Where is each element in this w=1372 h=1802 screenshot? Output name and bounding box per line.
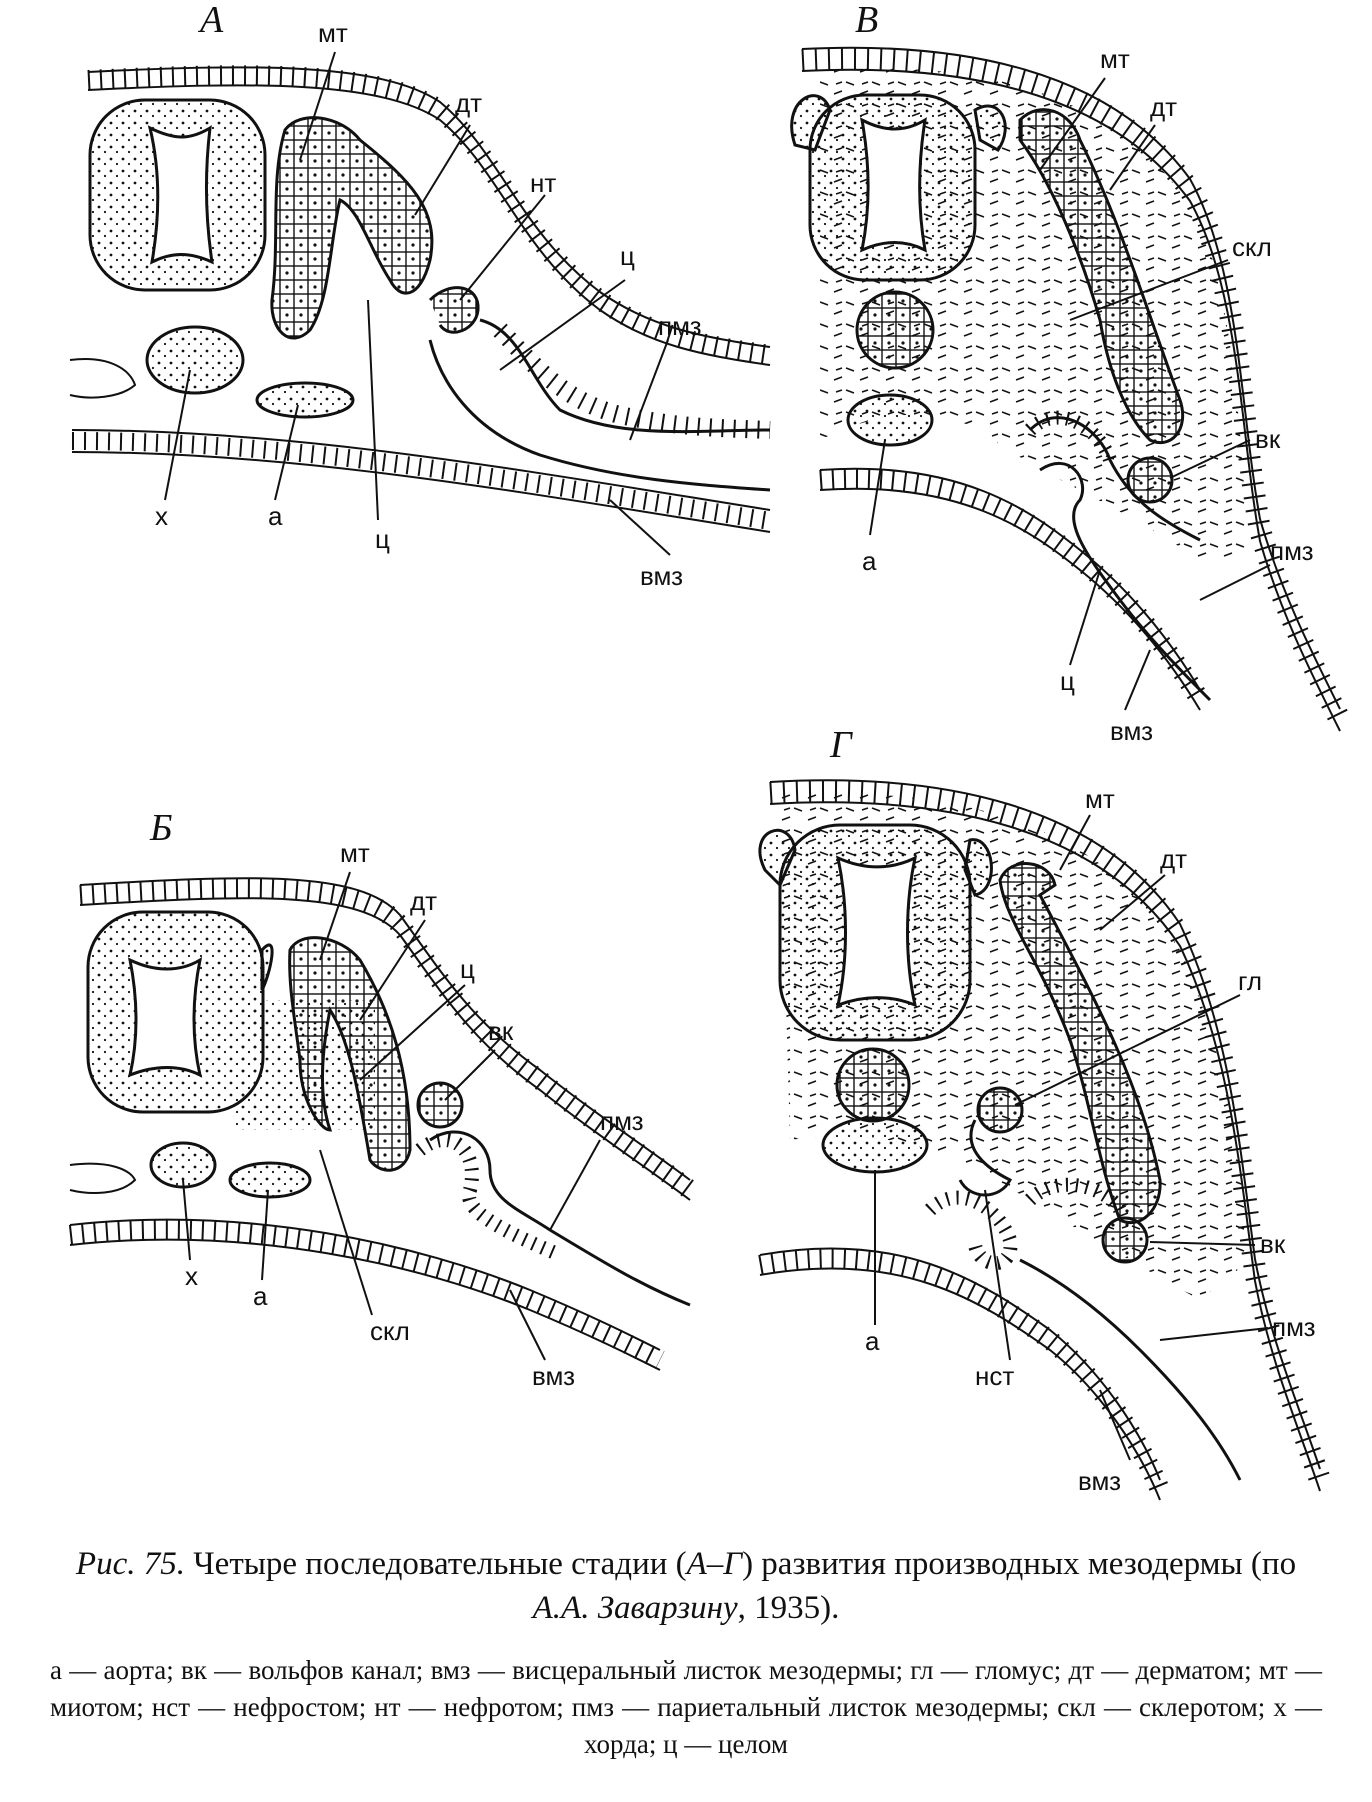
- panel-g-dermomyotome: [998, 862, 1162, 1225]
- panel-g-label-mt: мт: [1085, 784, 1115, 814]
- panel-v-dermomyotome: [1018, 108, 1185, 445]
- panel-a-label-x: х: [155, 501, 168, 531]
- panel-g-notochord: [835, 1047, 911, 1123]
- panel-v-letter: В: [855, 0, 878, 41]
- panel-v-label-ts: ц: [1060, 666, 1075, 696]
- panel-g-aorta: [821, 1116, 929, 1174]
- panel-b-aorta: [228, 1161, 312, 1199]
- embryo-mesoderm-figure: А мт дт нт ц пмз: [68, 0, 1350, 1501]
- panel-b-label-skl: скл: [370, 1316, 410, 1346]
- panel-a-label-mt: мт: [318, 18, 348, 48]
- panel-g-glomus: [976, 1086, 1024, 1134]
- panel-b-letter: Б: [149, 807, 172, 849]
- panel-v-label-vmz: вмз: [1110, 716, 1153, 746]
- panel-v-label-pmz: пмз: [1270, 536, 1314, 566]
- panel-g-label-gl: гл: [1238, 966, 1262, 996]
- panel-a-ectoderm: [87, 65, 772, 365]
- panel-a: А мт дт нт ц пмз: [69, 0, 772, 591]
- panel-g-label-vk: вк: [1260, 1229, 1286, 1259]
- caption-text-1: Четыре последовательные стадии (: [184, 1546, 687, 1582]
- panel-a-somatopleure: [493, 323, 771, 439]
- panel-a-label-pmz: пмз: [658, 311, 702, 341]
- panel-b-label-a: а: [253, 1281, 268, 1311]
- panel-v-aorta: [846, 393, 934, 447]
- caption-text-2: ) развития производных мезодермы (по: [742, 1546, 1297, 1582]
- caption-author: А.А. Заварзину: [532, 1590, 738, 1626]
- panel-g-label-a: а: [865, 1326, 880, 1356]
- panel-v-label-skl: скл: [1232, 232, 1272, 262]
- panel-g-letter: Г: [829, 724, 853, 766]
- panel-g-label-dt: дт: [1160, 844, 1187, 874]
- panel-v-wolffian-duct: [1126, 456, 1174, 504]
- figure-legend: а — аорта; вк — вольфов канал; вмз — вис…: [50, 1655, 1322, 1759]
- caption-stages: А–Г: [686, 1546, 743, 1582]
- panel-a-label-ts1: ц: [620, 241, 635, 271]
- panel-a-neural-canal: [147, 125, 214, 265]
- panel-b-label-mt: мт: [340, 838, 370, 868]
- panel-b-label-dt: дт: [410, 886, 437, 916]
- panel-a-label-vmz: вмз: [640, 561, 683, 591]
- panel-v-label-a: а: [862, 546, 877, 576]
- panel-v-label-dt: дт: [1150, 92, 1177, 122]
- panel-v-label-vk: вк: [1255, 424, 1281, 454]
- panel-a-label-nt: нт: [530, 168, 556, 198]
- panel-g: Г мт дт: [758, 724, 1331, 1501]
- panel-a-label-dt: дт: [455, 88, 482, 118]
- panel-b-label-vk: вк: [488, 1016, 514, 1046]
- panel-a-somite: [270, 116, 434, 340]
- figure-caption: Рис. 75. Четыре последовательные стадии …: [50, 1542, 1322, 1630]
- panel-b-label-vmz: вмз: [532, 1361, 575, 1391]
- panel-g-label-nst: нст: [975, 1361, 1014, 1391]
- panel-b-neural-canal: [127, 956, 203, 1078]
- panel-v-notochord: [855, 290, 935, 370]
- panel-a-endoderm: [71, 432, 772, 530]
- panel-v-label-mt: мт: [1100, 44, 1130, 74]
- panel-a-label-ts2: ц: [375, 524, 390, 554]
- panel-a-label-a: а: [268, 501, 283, 531]
- caption-text-3: , 1935).: [737, 1590, 840, 1626]
- panel-g-label-pmz: пмз: [1272, 1312, 1316, 1342]
- panel-g-wolffian-duct: [1101, 1216, 1149, 1264]
- panel-b-label-pmz: пмз: [600, 1106, 644, 1136]
- panel-g-label-vmz: вмз: [1078, 1466, 1121, 1496]
- panel-g-endoderm: [758, 1248, 1170, 1494]
- panel-b-label-ts: ц: [460, 954, 475, 984]
- panel-a-letter: А: [197, 0, 224, 41]
- panel-v-neural-canal: [859, 117, 927, 253]
- panel-g-neural-canal: [835, 855, 918, 1008]
- panel-b-label-x: х: [185, 1261, 198, 1291]
- panel-v: В мт дт скл: [790, 0, 1350, 746]
- caption-prefix: Рис. 75.: [75, 1546, 185, 1582]
- panel-a-aorta: [255, 381, 355, 419]
- panel-b: Б мт дт ц: [68, 807, 696, 1391]
- panel-b-dermomyotome: [288, 936, 412, 1172]
- panel-a-nephrotome: [428, 286, 480, 334]
- panel-a-notochord: [145, 325, 245, 395]
